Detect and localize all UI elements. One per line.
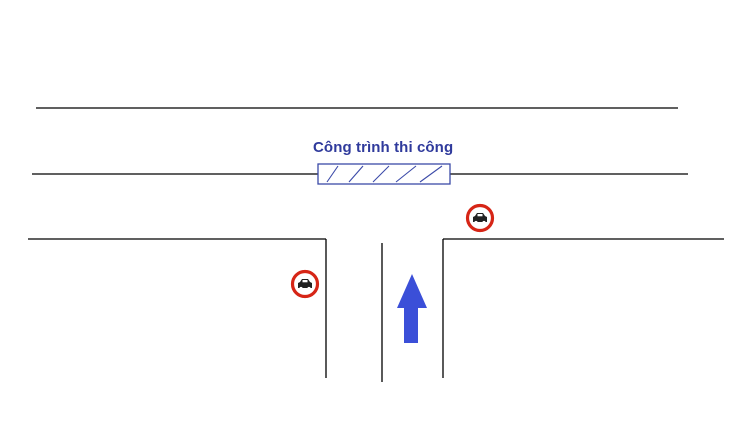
construction-zone-box [317,163,451,185]
direction-arrow-up-icon [397,274,427,343]
no-cars-sign-icon [290,269,320,299]
no-cars-sign-icon [465,203,495,233]
construction-label: Công trình thi công [313,139,454,156]
